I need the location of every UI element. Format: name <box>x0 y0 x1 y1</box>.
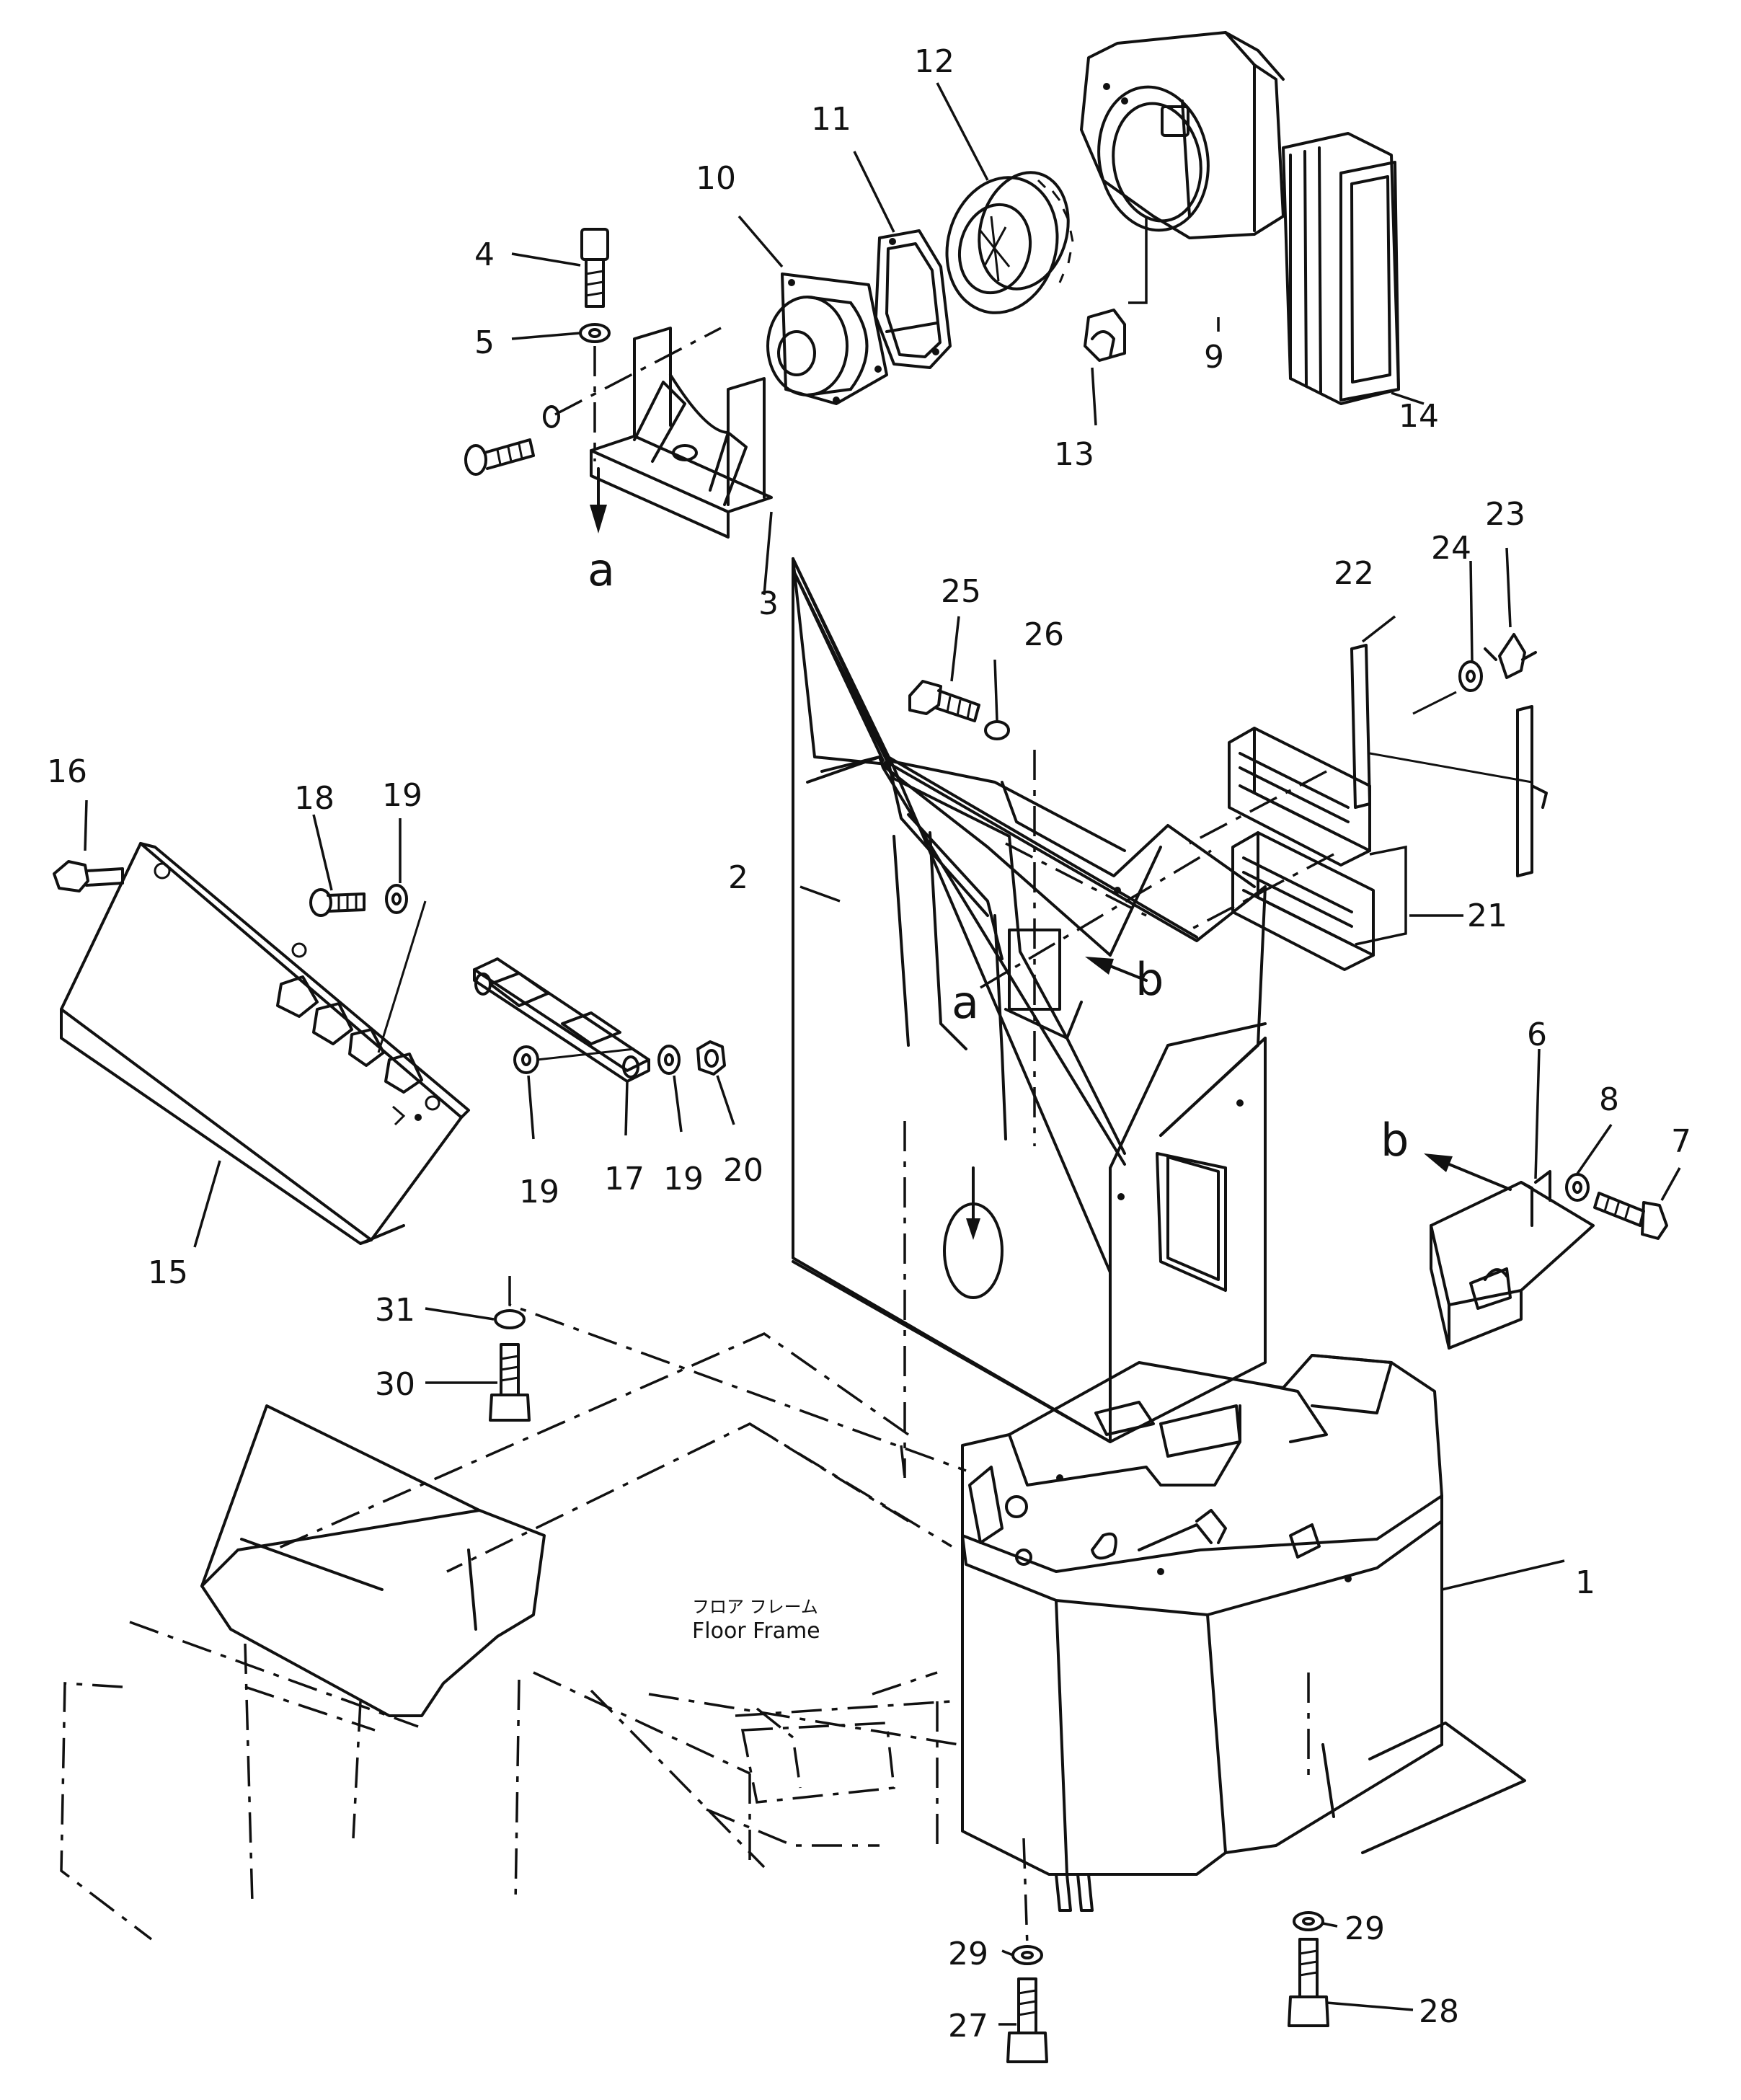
part-label-2: 2 <box>728 859 748 896</box>
part-label-29b: 29 <box>1344 1910 1385 1947</box>
part-10-motor <box>766 273 939 405</box>
arrow-a-down <box>590 467 607 533</box>
part-7-bolt <box>1593 1192 1668 1240</box>
leader-lines <box>84 82 1681 2026</box>
part-label-11: 11 <box>811 101 851 138</box>
part-1-console-box <box>961 1354 1526 1912</box>
side-screw <box>464 405 560 476</box>
ref-a-top: a <box>588 544 615 596</box>
part-label-29a: 29 <box>948 1936 988 1972</box>
part-12-fan-wheel <box>945 171 1074 314</box>
part-22-strip <box>1350 644 1548 877</box>
part-6-bracket <box>1430 1170 1595 1350</box>
part-label-6: 6 <box>1527 1016 1547 1053</box>
part-label-28: 28 <box>1419 1993 1459 2030</box>
part-label-19a: 19 <box>382 777 422 814</box>
floor-frame-label-en: Floor Frame <box>692 1618 820 1644</box>
part-29-washer-right <box>1293 1911 1324 1931</box>
part-label-19c: 19 <box>663 1161 704 1197</box>
part-4-bolt <box>580 228 609 308</box>
arrow-b-on-cover <box>1085 957 1148 982</box>
part-label-18: 18 <box>294 780 335 817</box>
part-9-blower-housing <box>1080 31 1285 239</box>
part-label-13: 13 <box>1054 436 1094 473</box>
part-label-27: 27 <box>948 2008 988 2044</box>
part-15-plate <box>60 842 470 1245</box>
part-label-16: 16 <box>47 753 87 790</box>
part-label-10: 10 <box>696 160 736 197</box>
part-19-washer-right <box>657 1045 681 1075</box>
part-label-4: 4 <box>474 236 495 273</box>
part-label-1: 1 <box>1575 1564 1595 1601</box>
floor-frame-outline <box>60 1276 967 1941</box>
part-30-bolt <box>489 1343 531 1422</box>
part-19-washer-middle <box>513 1045 539 1074</box>
part-2-console-cover <box>792 557 1267 1443</box>
part-label-20: 20 <box>723 1152 763 1189</box>
part-27-bolt <box>1006 1977 1048 2063</box>
part-label-19b: 19 <box>519 1174 559 1210</box>
part-25-bolt <box>908 680 980 722</box>
ref-b-cover: b <box>1135 953 1164 1006</box>
ref-b-bracket: b <box>1381 1114 1409 1166</box>
part-label-12: 12 <box>914 43 954 80</box>
part-18-screw <box>309 888 366 917</box>
part-label-31: 31 <box>375 1292 415 1329</box>
part-28-bolt <box>1288 1938 1329 2027</box>
part-label-14: 14 <box>1399 398 1439 435</box>
part-8-washer <box>1565 1173 1590 1202</box>
part-label-25: 25 <box>941 573 981 610</box>
part-label-5: 5 <box>474 324 495 361</box>
part-label-3: 3 <box>758 585 779 622</box>
part-31-washer <box>494 1309 526 1329</box>
floor-frame-label-jp: フロア フレーム <box>692 1597 818 1617</box>
part-14-bellows-duct <box>1282 132 1400 405</box>
part-3-bracket <box>590 327 773 539</box>
part-label-21: 21 <box>1467 898 1507 934</box>
part-16-bolt <box>53 860 124 892</box>
ref-a-cover: a <box>952 976 979 1029</box>
arrow-a-in-cover <box>966 1166 980 1240</box>
part-5-washer <box>579 323 611 343</box>
part-24-washer <box>1458 660 1483 692</box>
part-label-26: 26 <box>1024 616 1064 653</box>
part-29-washer-left <box>1011 1945 1043 1965</box>
arrow-b-on-bracket <box>1424 1153 1512 1191</box>
part-label-15: 15 <box>148 1254 188 1291</box>
part-19-washer-top <box>385 884 408 914</box>
part-label-9: 9 <box>1204 339 1224 376</box>
part-label-8: 8 <box>1599 1081 1619 1118</box>
part-26-washer <box>984 720 1010 740</box>
part-label-7: 7 <box>1671 1123 1691 1160</box>
part-21-filters <box>1228 727 1375 971</box>
part-11-gasket <box>874 229 952 369</box>
part-23-wing-nut <box>1484 633 1537 679</box>
part-20-nut <box>696 1040 726 1076</box>
part-13-clip <box>1084 309 1126 362</box>
part-label-17: 17 <box>604 1161 644 1197</box>
part-label-22: 22 <box>1334 555 1374 592</box>
part-17-small-plate <box>473 957 650 1083</box>
part-label-24: 24 <box>1431 530 1471 567</box>
part-label-30: 30 <box>375 1366 415 1403</box>
part-label-23: 23 <box>1485 496 1525 533</box>
